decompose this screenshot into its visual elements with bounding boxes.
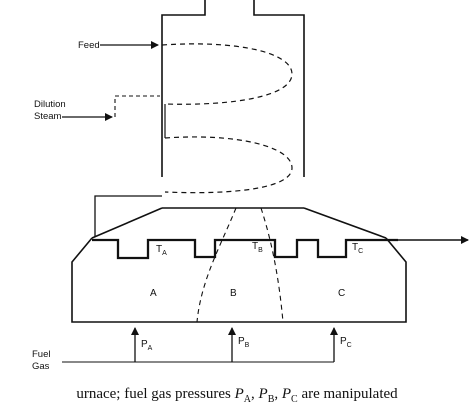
- fuel-label-line1: Fuel: [32, 349, 50, 360]
- dilution-label-line2: Steam: [34, 111, 62, 122]
- stack-outline: [161, 0, 305, 177]
- zone-a-label: A: [150, 288, 157, 299]
- temperature-a-label: TA: [156, 244, 167, 257]
- transfer-line: [94, 195, 162, 237]
- dilution-steam-line: [114, 95, 160, 117]
- coil-loop-lower: [164, 136, 293, 194]
- pressure-b-label: PB: [238, 336, 250, 349]
- dilution-label-line1: Dilution: [34, 99, 66, 110]
- temperature-c-label: TC: [352, 242, 363, 255]
- pressure-a-label: PA: [141, 339, 153, 352]
- feed-label: Feed: [78, 40, 100, 51]
- coil-loop-upper: [161, 43, 293, 105]
- zone-c-label: C: [338, 288, 345, 299]
- zone-divider-bc: [260, 207, 284, 323]
- hood-outline: [91, 207, 387, 239]
- temperature-b-label: TB: [252, 241, 263, 254]
- figure-caption: urnace; fuel gas pressures PA, PB, PC ar…: [76, 386, 398, 405]
- radiant-coil: [92, 238, 398, 260]
- zone-b-label: B: [230, 288, 237, 299]
- pressure-c-label: PC: [340, 336, 352, 349]
- firebox-outline: [71, 237, 407, 323]
- zone-divider-ab: [196, 207, 237, 323]
- fuel-label-line2: Gas: [32, 361, 50, 372]
